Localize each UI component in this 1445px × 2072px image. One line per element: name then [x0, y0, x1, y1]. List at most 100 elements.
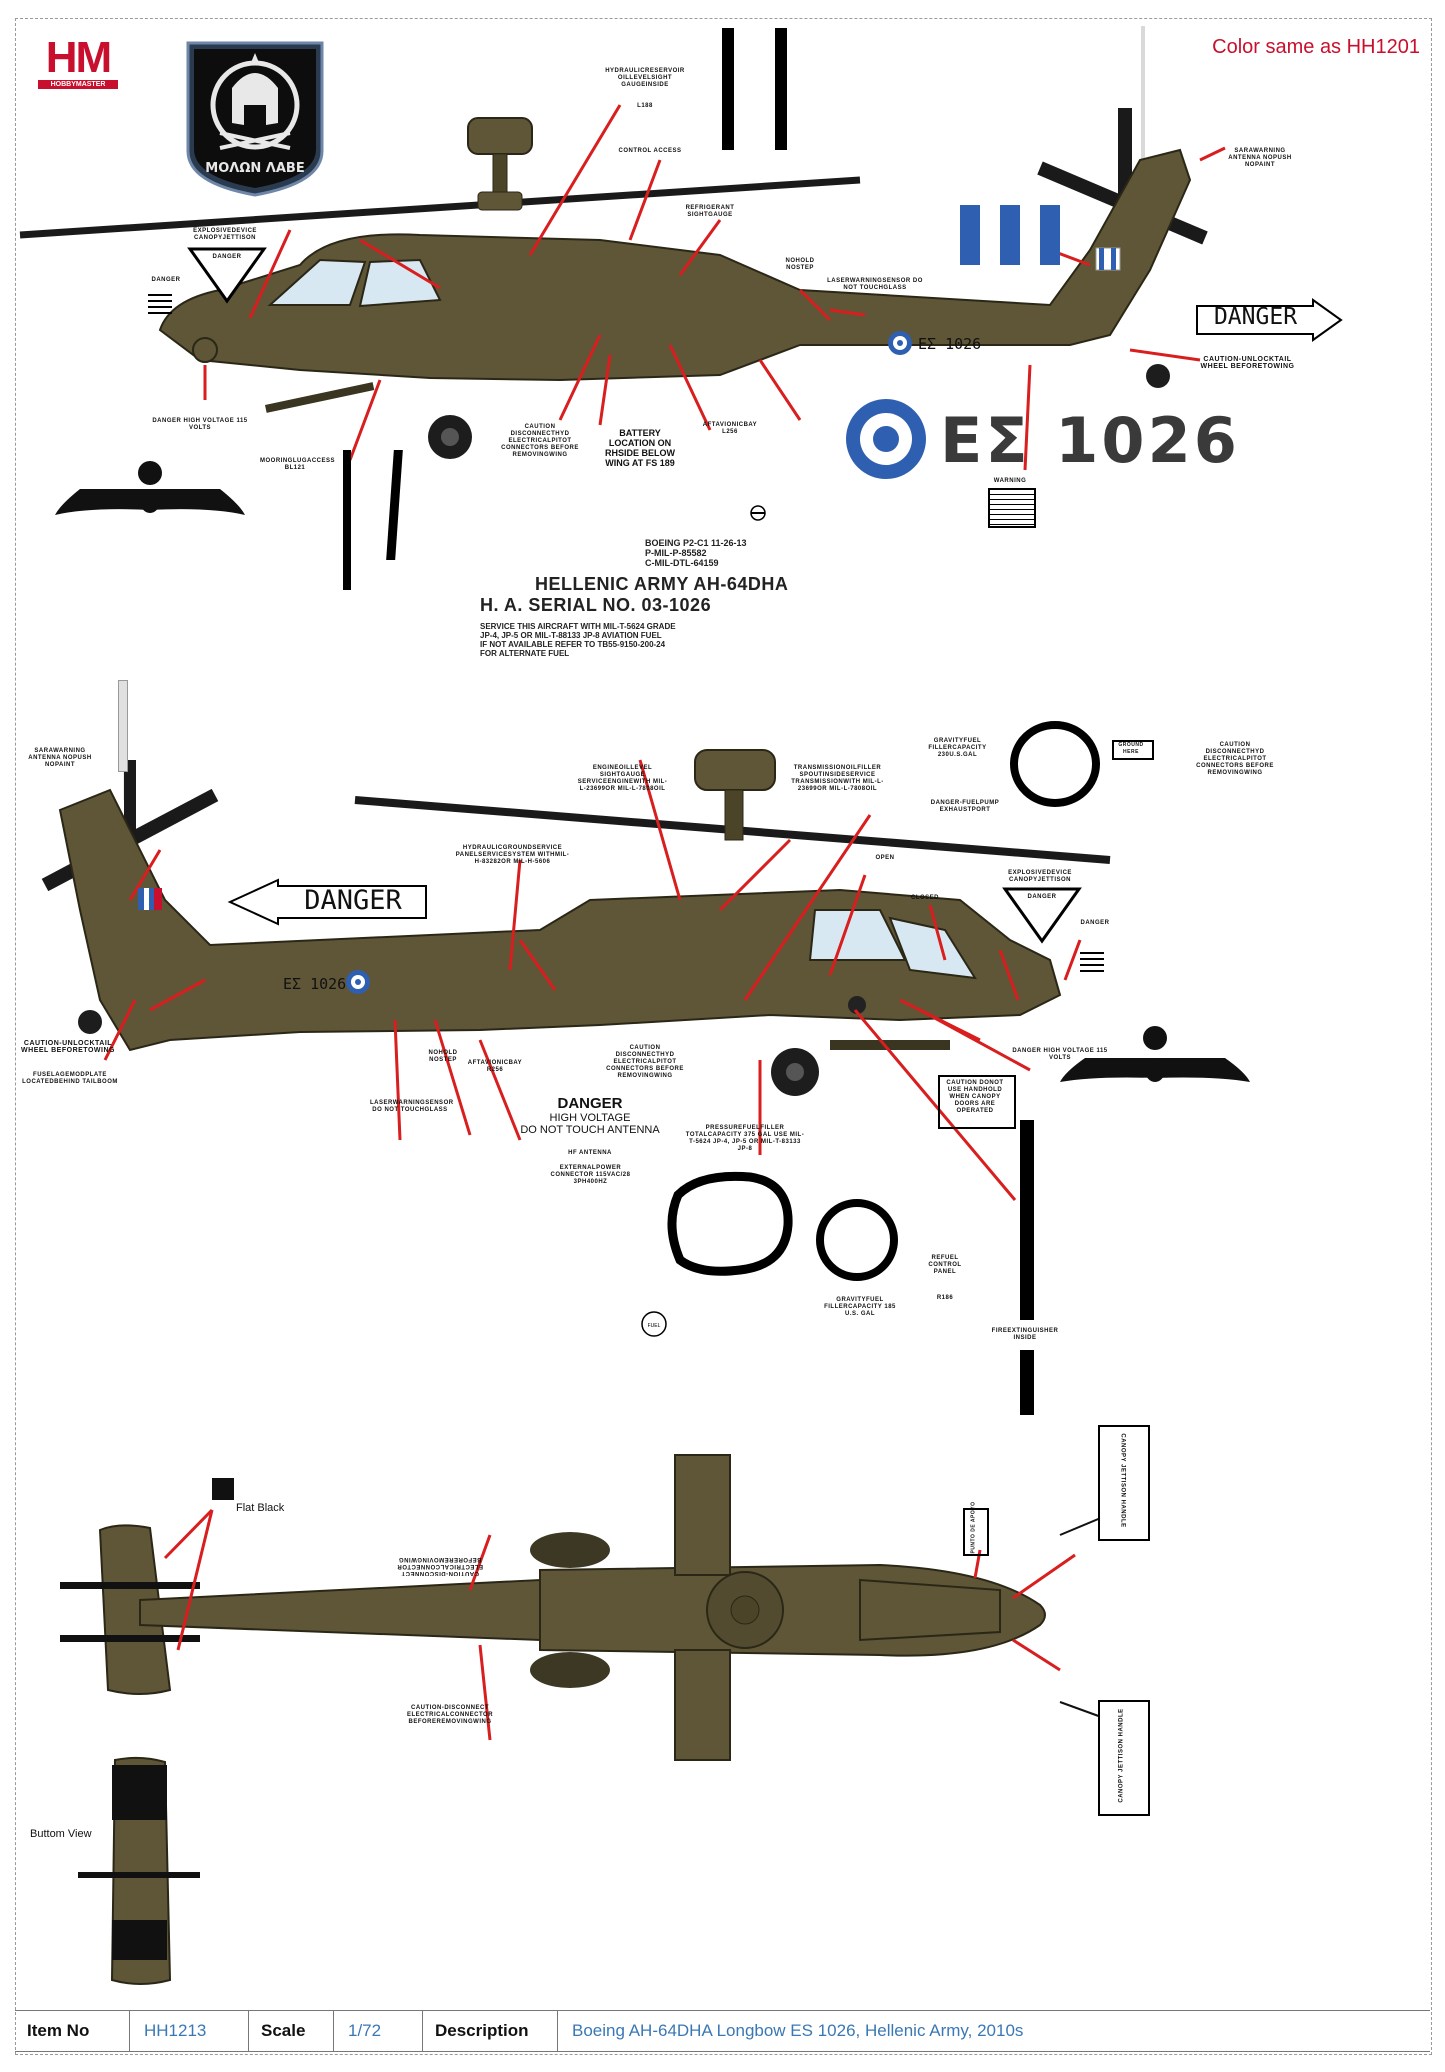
- label-gravity-fuel-2: GRAVITYFUEL FILLERCAPACITY 185 U.S. GAL: [824, 1297, 896, 1317]
- label-canopy-top: CANOPY JETTISON HANDLE: [1119, 1433, 1126, 1528]
- label-danger-small-2: DANGER: [1080, 920, 1110, 926]
- label-explosive-2: EXPLOSIVEDEVICE CANOPYJETTISON: [1008, 870, 1072, 883]
- color-note: Color same as HH1201: [1212, 36, 1420, 58]
- canopy-plate-bottom: [1098, 1700, 1150, 1816]
- label-hf-antenna: HF ANTENNA: [568, 1150, 612, 1156]
- label-danger-arrow: DANGER: [1213, 304, 1298, 330]
- decal-dash-lines: [148, 294, 172, 318]
- label-canopy-bottom: CANOPY JETTISON HANDLE: [1118, 1708, 1125, 1803]
- label-serial-on-fuselage: ΕΣ 1026: [918, 335, 982, 353]
- footer-item-no: HH1213: [144, 2021, 207, 2040]
- label-caution-disconnect: CAUTION DISCONNECTHYD ELECTRICALPITOT CO…: [501, 424, 579, 458]
- label-danger-arrow-2: DANGER: [304, 885, 402, 916]
- footer-divider: [333, 2011, 334, 2051]
- profile-right-drawing: [19, 26, 1226, 471]
- army-aviation-wings-icon: [1060, 1026, 1250, 1082]
- label-flat-black: Flat Black: [236, 1502, 285, 1514]
- label-aft-avionic: AFTAVIONICBAY L256: [702, 422, 758, 435]
- data-service-1: SERVICE THIS AIRCRAFT WITH MIL-T-5624 GR…: [480, 622, 676, 631]
- roundel-large-icon: [846, 399, 926, 479]
- footer-item-no-label: Item No: [27, 2021, 90, 2040]
- label-caution-tail-2: CAUTION-UNLOCKTAIL WHEEL BEFORETOWING: [21, 1040, 115, 1054]
- hobbymaster-logo: HM HOBBYMASTER: [38, 36, 118, 96]
- data-service-3: IF NOT AVAILABLE REFER TO TB55-9150-200-…: [480, 640, 666, 649]
- decal-stripe: [118, 680, 128, 772]
- label-ext-power: EXTERNALPOWER CONNECTOR 115VAC/28 3PH400…: [550, 1165, 631, 1185]
- data-army: HELLENIC ARMY AH-64DHA: [535, 574, 789, 594]
- label-transmission-oil: TRANSMISSIONOILFILLER SPOUTINSIDESERVICE…: [791, 765, 884, 792]
- fuel-ring-round: [816, 1199, 898, 1281]
- label-hydraulic-ground: HYDRAULICGROUNDSERVICE PANELSERVICESYSTE…: [455, 845, 570, 865]
- label-caution-disconnect-2: CAUTION DISCONNECTHYD ELECTRICALPITOT CO…: [1196, 742, 1274, 776]
- label-no-hold: NOHOLD NOSTEP: [785, 258, 815, 271]
- label-caution-plan-bottom: CAUTION-DISCONNECT ELECTRICALCONNECTOR B…: [406, 1705, 494, 1725]
- label-high-voltage: DANGER HIGH VOLTAGE 115 VOLTS: [152, 418, 248, 431]
- hv-high-voltage: HIGH VOLTAGE: [549, 1112, 631, 1124]
- footer-divider: [248, 2011, 249, 2051]
- label-refuel-panel: REFUEL CONTROL PANEL: [928, 1255, 962, 1275]
- fuel-filler-ring: [1010, 721, 1100, 807]
- data-p-mil: P-MIL-P-85582: [645, 548, 707, 558]
- decal-dash-lines: [1080, 952, 1104, 976]
- decal-stripe: [343, 450, 351, 590]
- label-caution-plan-top: CAUTION-DISCONNECT ELECTRICALCONNECTOR B…: [396, 1556, 484, 1576]
- fuel-symbol-icon: FUEL: [641, 1311, 667, 1337]
- punto-plate: [963, 1508, 989, 1556]
- label-engine-oil: ENGINEOILLEVEL SIGHTGAUGE SERVICEENGINEW…: [577, 765, 668, 792]
- label-gravity-fuel: GRAVITYFUEL FILLERCAPACITY 230U.S.GAL: [928, 738, 987, 758]
- label-caution-box: CAUTION DONOT USE HANDHOLD WHEN CANOPY D…: [946, 1080, 1004, 1114]
- plan-view-drawing: [60, 1454, 1116, 1985]
- label-danger-triangle-2: DANGER: [1027, 894, 1057, 900]
- greek-flag-small: [138, 888, 162, 910]
- label-danger-small: DANGER: [151, 277, 181, 283]
- emblem-motto: ΜΟΛΩΝ ΛΑΒΕ: [205, 161, 305, 176]
- data-block-top: BOEING P2-C1 11-26-13 P-MIL-P-85582 C-MI…: [480, 538, 880, 658]
- decal-stripe: [1020, 1350, 1034, 1415]
- serial-large: ΕΣ 1026: [940, 404, 1240, 477]
- footer-divider: [422, 2011, 423, 2051]
- label-punto: PUNTO DE APOYO: [970, 1501, 977, 1554]
- label-laser-warning: LASERWARNINGSENSOR DO NOT TOUCHGLASS: [827, 278, 923, 291]
- label-hydraulic: HYDRAULICRESERVOIR OILLEVELSIGHT GAUGEIN…: [605, 68, 685, 88]
- logo-subtitle: HOBBYMASTER: [38, 80, 118, 89]
- caution-handhold-plate: [938, 1075, 1016, 1129]
- footer-scale-label: Scale: [261, 2021, 306, 2040]
- greek-flag-decal: [960, 205, 1060, 265]
- label-battery: BATTERY LOCATION ON RHSIDE BELOW WING AT…: [604, 428, 675, 468]
- info-footer: Item No HH1213 Scale 1/72 Description Bo…: [15, 2010, 1430, 2052]
- ground-here-plate: [1112, 740, 1154, 760]
- data-service-2: JP-4, JP-5 OR MIL-T-88133 JP-8 AVIATION …: [480, 631, 662, 640]
- label-l188: L188: [637, 103, 653, 109]
- label-fire-ext: FIREEXTINGUISHER INSIDE: [991, 1328, 1059, 1341]
- label-r186: R186: [936, 1295, 954, 1301]
- danger-arrow-sign: [1196, 298, 1343, 342]
- data-boeing: BOEING P2-C1 11-26-13: [645, 538, 747, 548]
- spartan-helmet-icon: [186, 41, 324, 197]
- label-bottom-view: Buttom View: [30, 1828, 92, 1840]
- label-high-voltage-2: DANGER HIGH VOLTAGE 115 VOLTS: [1012, 1048, 1108, 1061]
- footer-description: Boeing AH-64DHA Longbow ES 1026, Helleni…: [572, 2021, 1024, 2040]
- army-aviation-wings-icon: [55, 461, 245, 515]
- hv-danger: DANGER: [557, 1095, 623, 1112]
- logo-mark: HM: [45, 33, 112, 82]
- label-refrigerant: REFRIGERANT SIGHTGAUGE: [685, 205, 735, 218]
- footer-divider: [129, 2011, 130, 2051]
- decal-stripe: [1020, 1120, 1034, 1320]
- label-warning: WARNING: [993, 478, 1027, 484]
- label-sara-warning: SARAWARNING ANTENNA NOPUSH NOPAINT: [1228, 148, 1292, 168]
- label-sara-warning-2: SARAWARNING ANTENNA NOPUSH NOPAINT: [28, 748, 92, 768]
- label-pressure-fuel: PRESSUREFUELFILLER TOTALCAPACITY 375 GAL…: [685, 1125, 805, 1152]
- label-caution-tail: CAUTION-UNLOCKTAIL WHEEL BEFORETOWING: [1200, 356, 1295, 370]
- fuel-symbol-icon: [750, 505, 766, 521]
- label-danger-triangle: DANGER: [212, 254, 242, 260]
- label-explosive: EXPLOSIVEDEVICE CANOPYJETTISON: [193, 228, 257, 241]
- footer-scale: 1/72: [348, 2021, 382, 2040]
- label-open: OPEN: [875, 855, 895, 861]
- profile-left-drawing: [41, 680, 1111, 1201]
- hf-antenna-warning: DANGER HIGH VOLTAGE DO NOT TOUCH ANTENNA: [500, 1095, 680, 1136]
- canopy-plate-top: [1098, 1425, 1150, 1541]
- label-laser-warning-2: LASERWARNINGSENSOR DO NOT TOUCHGLASS: [370, 1100, 454, 1113]
- danger-triangle-icon: [187, 247, 267, 304]
- fuel-ring-irregular: [667, 1171, 793, 1276]
- data-serial: H. A. SERIAL NO. 03-1026: [480, 595, 712, 615]
